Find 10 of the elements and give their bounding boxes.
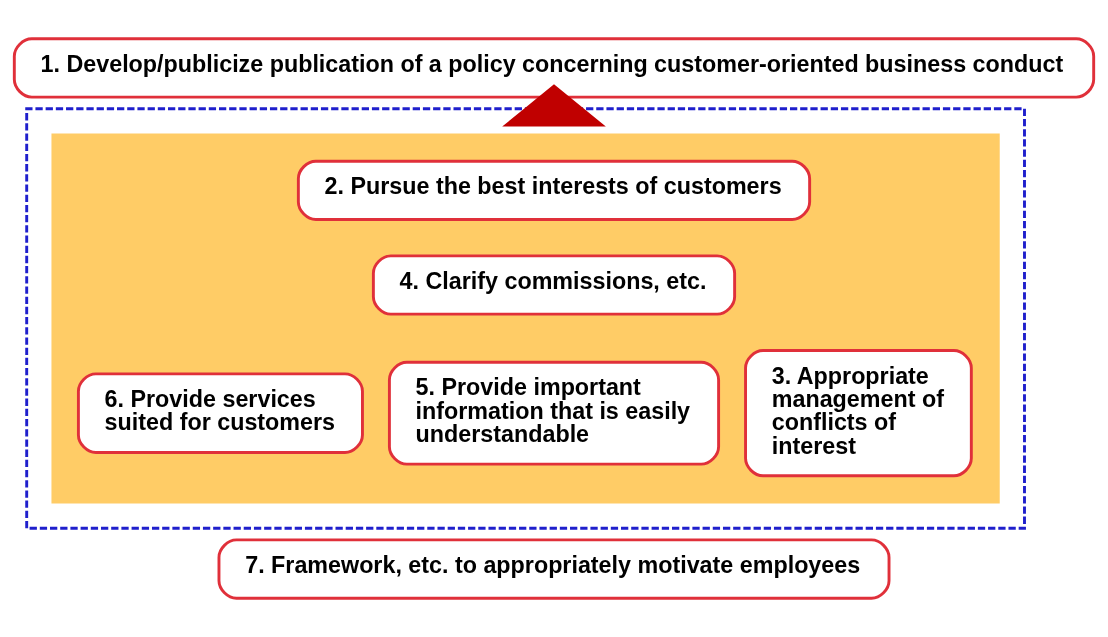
node-box: 3. Appropriate management of conflicts of interest	[744, 349, 973, 478]
node-box: 6. Provide services suited for customers	[76, 372, 364, 454]
node-box: 2. Pursue the best interests of customers	[296, 159, 812, 221]
cluster	[51, 133, 1000, 504]
arrow	[502, 84, 606, 127]
node-box: 7. Framework, etc. to appropriately motivate employees	[217, 538, 891, 600]
node-box: 1. Develop/publicize publication of a policy concerning customer-oriented business conduct	[12, 37, 1096, 99]
cluster	[25, 107, 1026, 530]
node-box: 5. Provide important information that is easily understandable	[387, 360, 721, 466]
node-box: 4. Clarify commissions, etc.	[371, 254, 737, 316]
